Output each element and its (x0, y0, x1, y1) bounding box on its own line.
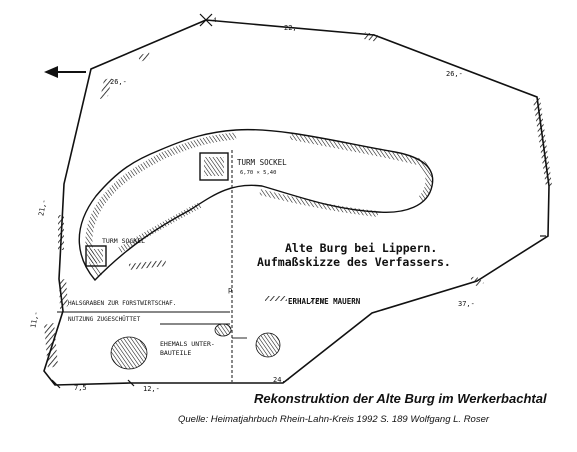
dimension-bottom: 24,- (273, 376, 290, 384)
sketch-heading-line1: Alte Burg bei Lippern. (285, 241, 437, 255)
dimension-bottom-far-left: 7,5 (74, 384, 87, 392)
sketch-labels: Alte Burg bei Lippern. Aufmaßskizze des … (29, 17, 474, 393)
label-turmsockel-upper: TURM SOCKEL (237, 158, 287, 167)
label-mauern: ERHALTENE MAUERN (288, 297, 361, 306)
tower-base-left (85, 245, 107, 267)
north-arrow-icon (44, 66, 86, 78)
survey-ticks (51, 13, 546, 389)
dimension-upper-right: 26,- (446, 70, 463, 78)
tower-base-upper (199, 152, 229, 181)
label-turmsockel-upper-dims: 6,70 × 5,40 (240, 170, 276, 176)
label-ehemals-line2: BAUTEILE (160, 349, 191, 357)
dimension-right: 37,- (458, 300, 475, 308)
dimension-left-lower: 11,- (29, 311, 40, 329)
sketch-heading-line2: Aufmaßskizze des Verfassers. (257, 255, 451, 269)
figure-source: Quelle: Heimatjahrbuch Rhein-Lahn-Kreis … (178, 414, 490, 425)
label-halsgraben-line2: NUTZUNG ZUGESCHÜTTET (68, 316, 141, 323)
dimension-top: 22,- (284, 24, 301, 32)
dimension-bottom-left: 12,- (143, 385, 160, 393)
label-halsgraben-line1: HALSGRABEN ZUR FORSTWIRTSCHAF. (68, 300, 176, 307)
internal-lines (57, 150, 247, 382)
label-ehemals-line1: EHEMALS UNTER- (160, 340, 215, 348)
dimension-left: 21,- (37, 199, 48, 217)
dimension-upper-left: 26,- (110, 78, 127, 86)
mark-p: p (228, 286, 232, 294)
boundary-hatching (44, 32, 552, 369)
label-turmsockel-left: TURM SOCKEL (102, 237, 145, 245)
figure-title: Rekonstruktion der Alte Burg im Werkerba… (254, 391, 547, 406)
mark-4: 4 (213, 17, 217, 24)
former-substructures (110, 323, 281, 370)
preserved-walls (128, 260, 326, 303)
